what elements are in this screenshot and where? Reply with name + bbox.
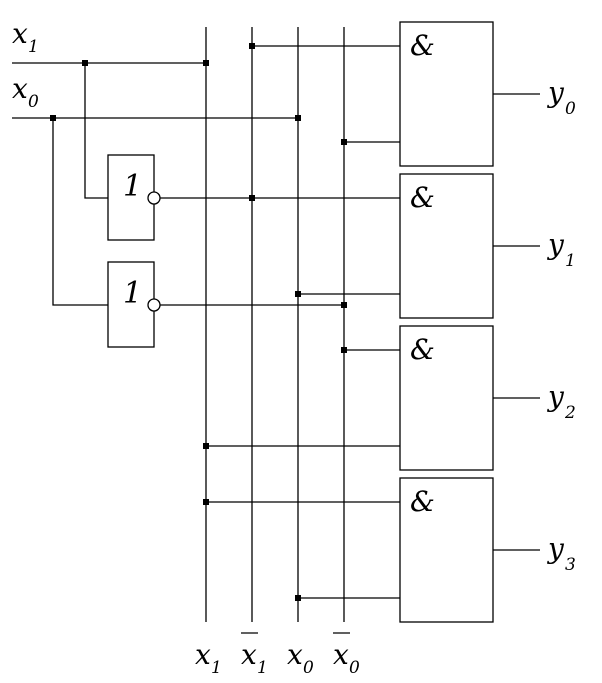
bus-x0-main: x — [287, 638, 303, 671]
and-gate-1: & — [399, 173, 494, 319]
junction-dot — [295, 115, 301, 121]
inverter-x1-bubble — [147, 191, 161, 205]
input-x1-sub: 1 — [28, 37, 39, 57]
branch-x0-to-inverter — [52, 118, 108, 306]
output-y3-main: y — [546, 532, 565, 565]
junction-dot — [203, 499, 209, 505]
and-gate-3-body — [399, 477, 494, 623]
bus-x1-main: x — [195, 638, 211, 671]
output-y2-main: y — [546, 380, 565, 413]
junction-dot — [50, 115, 56, 121]
inverter-x1: 1 — [107, 154, 161, 241]
and-gate-0-body — [399, 21, 494, 167]
junction-dots — [50, 43, 347, 601]
bus-not-x1-main: x — [241, 638, 257, 671]
junction-dot — [295, 291, 301, 297]
input-x0-main: x — [12, 72, 28, 105]
bus-label-x0: x 0 — [287, 638, 314, 678]
and-gate-1-body — [399, 173, 494, 319]
input-x0-sub: 0 — [28, 92, 39, 112]
and-gate-2-symbol: & — [410, 333, 435, 366]
and-gate-3: & — [399, 477, 494, 623]
bus-x0-sub: 0 — [303, 658, 314, 678]
inverter-x0-bubble — [147, 298, 161, 312]
output-y1-main: y — [546, 228, 565, 261]
junction-dot — [341, 302, 347, 308]
output-label-y1: y 1 — [546, 228, 576, 271]
inverter-x0-body — [107, 261, 155, 348]
bus-label-not-x1: x 1 — [241, 632, 268, 678]
and-gate-0-symbol: & — [410, 29, 435, 62]
inverter-x0: 1 — [107, 261, 161, 348]
inverter-x1-body — [107, 154, 155, 241]
bus-not-x0-main: x — [333, 638, 349, 671]
junction-dot — [249, 43, 255, 49]
output-y2-sub: 2 — [564, 403, 576, 423]
input-label-x0: x 0 — [12, 72, 39, 112]
branch-x1-to-inverter — [84, 63, 108, 199]
junction-dot — [203, 443, 209, 449]
and-gate-2: & — [399, 325, 494, 471]
junction-dot — [82, 60, 88, 66]
inverter-x1-symbol: 1 — [123, 169, 142, 204]
bus-not-x1-sub: 1 — [257, 658, 268, 678]
output-y0-main: y — [546, 76, 565, 109]
junction-dot — [203, 60, 209, 66]
bus-label-x1: x 1 — [195, 638, 222, 678]
junction-dot — [295, 595, 301, 601]
output-label-y0: y 0 — [546, 76, 576, 119]
and-gate-2-body — [399, 325, 494, 471]
bus-x1-sub: 1 — [211, 658, 222, 678]
bus-label-not-x0: x 0 — [333, 632, 360, 678]
input-x1-main: x — [12, 17, 28, 50]
junction-dot — [249, 195, 255, 201]
and-gate-3-symbol: & — [410, 485, 435, 518]
output-label-y2: y 2 — [546, 380, 576, 423]
bus-not-x0-sub: 0 — [349, 658, 360, 678]
output-label-y3: y 3 — [546, 532, 576, 575]
inverter-x0-symbol: 1 — [123, 276, 142, 311]
and-gate-0: & — [399, 21, 494, 167]
junction-dot — [341, 139, 347, 145]
output-y0-sub: 0 — [565, 99, 576, 119]
junction-dot — [341, 347, 347, 353]
output-y3-sub: 3 — [565, 555, 576, 575]
and-gate-1-symbol: & — [410, 181, 435, 214]
input-label-x1: x 1 — [12, 17, 39, 57]
output-y1-sub: 1 — [565, 251, 576, 271]
